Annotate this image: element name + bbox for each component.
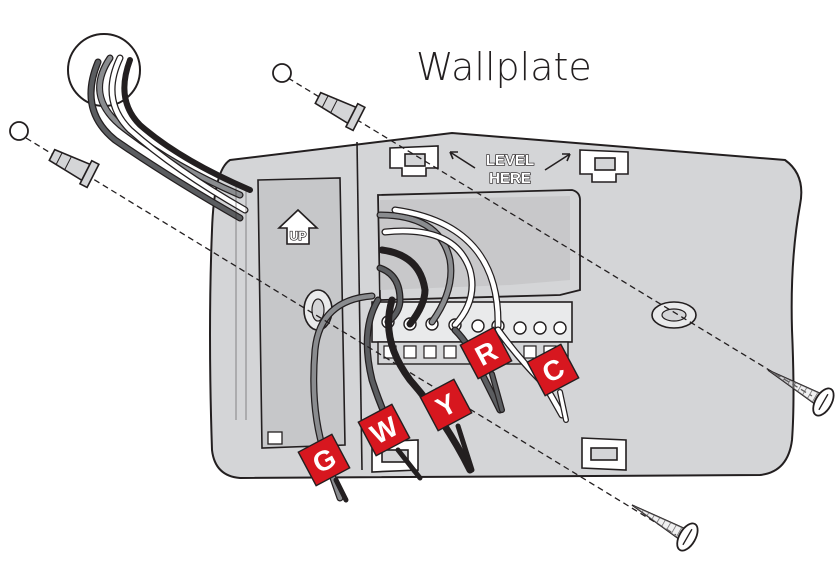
wire-tag-w-bg	[357, 403, 411, 457]
wire-tag-c: C	[526, 343, 580, 397]
plate-rib	[356, 141, 363, 471]
wire-tag-r-bg	[459, 326, 513, 380]
left-channel-rib	[235, 186, 247, 420]
screw-icon	[631, 504, 699, 552]
wire-tag-w: W	[357, 403, 411, 457]
level-arrow-right-icon	[544, 153, 571, 171]
bottom-clip-right	[581, 437, 627, 471]
wire-tag-r: R	[459, 326, 513, 380]
wire-tag-g-bg	[297, 433, 351, 487]
level-label-line1: LEVEL	[486, 152, 534, 169]
level-clip-right	[579, 149, 629, 183]
mounting-slot-right-inner	[661, 308, 687, 322]
up-label: UP	[290, 229, 307, 243]
level-label-line2: HERE	[489, 170, 531, 187]
terminal-wires	[376, 206, 502, 330]
wall-anchor-icon	[314, 91, 366, 132]
wire-tag-y-bg	[419, 378, 473, 432]
wire-bundle	[87, 54, 253, 222]
level-arrow-left-icon	[449, 151, 476, 169]
diagram-title: Wallplate	[416, 45, 592, 89]
drill-hole-icon	[272, 63, 292, 83]
mounting-slot-left-inner	[311, 298, 325, 322]
small-clip-left	[267, 431, 283, 445]
alignment-guides	[25, 77, 813, 536]
up-arrow-emboss: UP	[276, 208, 320, 245]
left-channel	[257, 177, 346, 449]
screw-icon	[767, 369, 835, 417]
drill-hole-icon	[9, 121, 29, 141]
wall-anchor-icon	[48, 148, 100, 189]
level-clip-left	[389, 145, 439, 177]
wire-tag-g: G	[297, 433, 351, 487]
wire-tag-y: Y	[419, 378, 473, 432]
wire-stubs	[333, 371, 569, 503]
wire-tag-c-bg	[526, 343, 580, 397]
